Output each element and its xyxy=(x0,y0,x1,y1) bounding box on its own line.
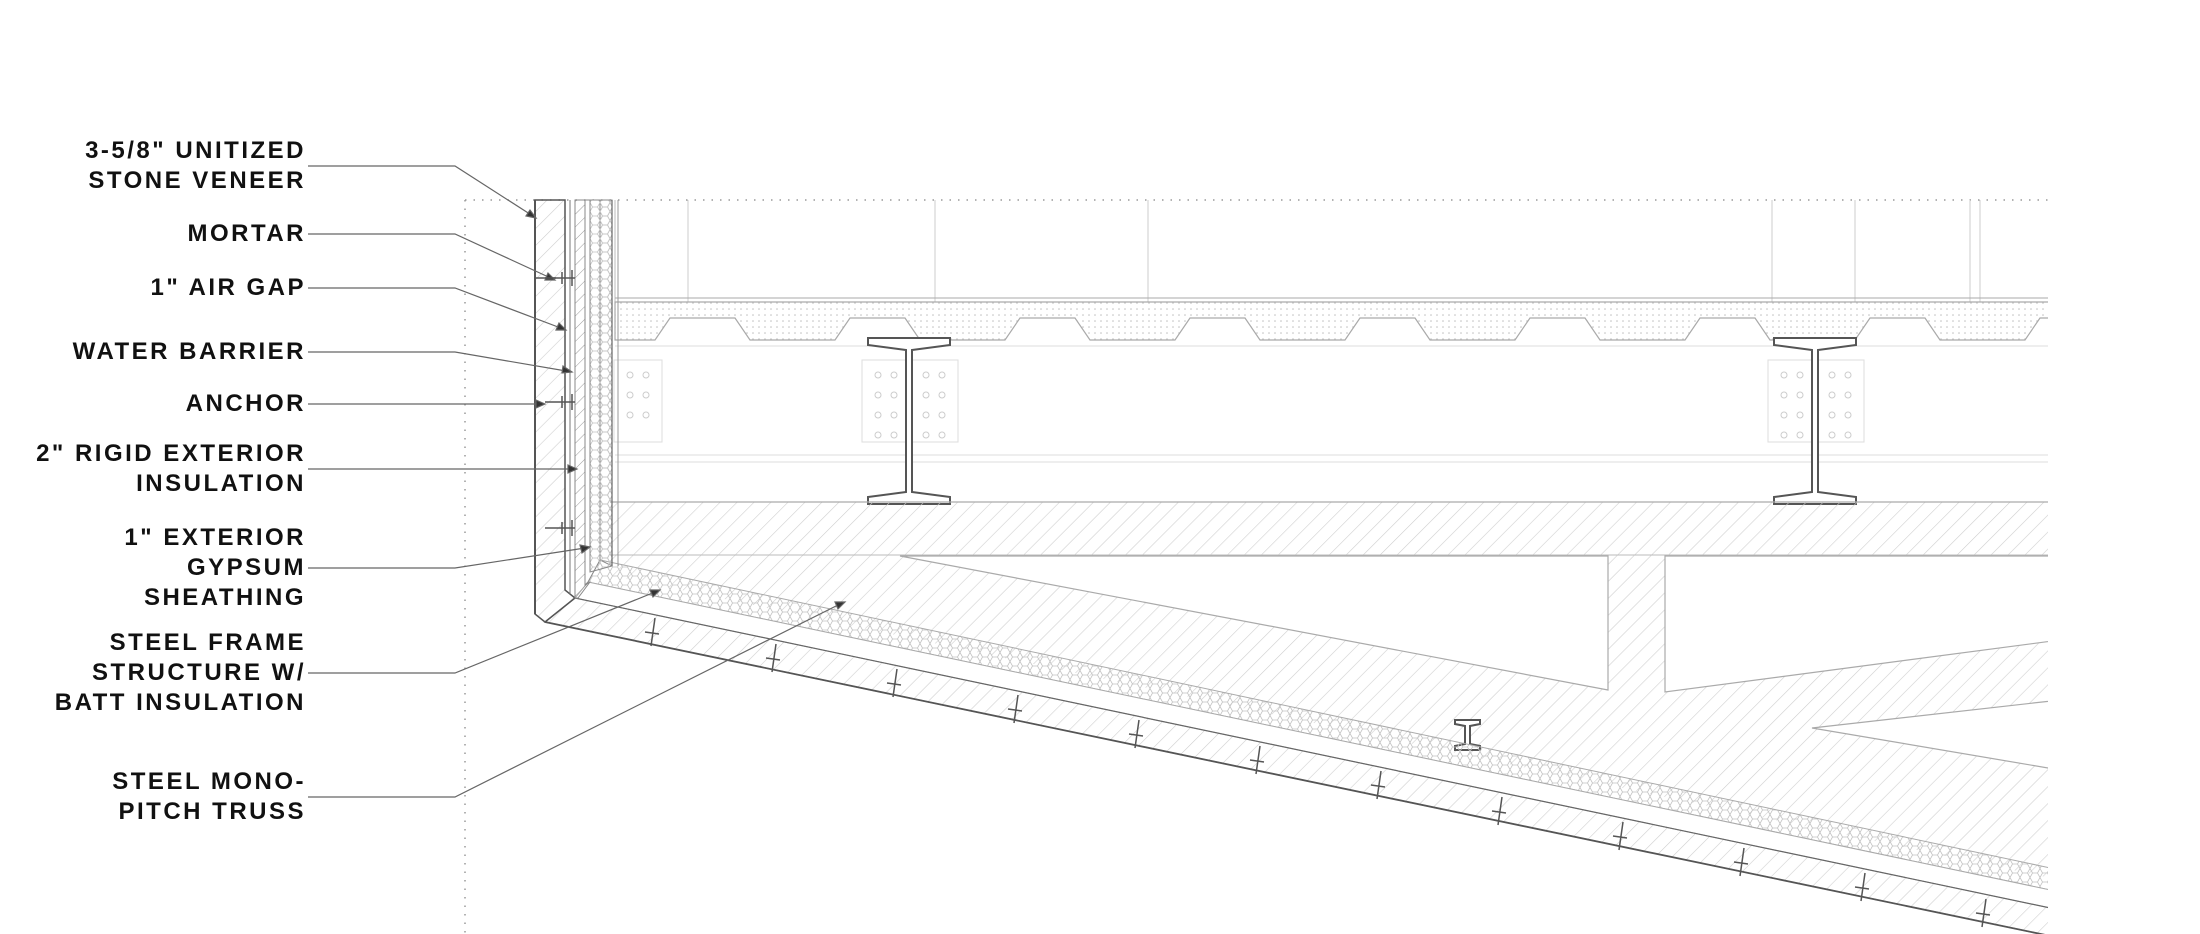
roof-deck xyxy=(614,200,2048,463)
label-line: GYPSUM xyxy=(186,554,306,581)
label-anchor: ANCHOR xyxy=(186,389,306,419)
soffit-assembly xyxy=(543,559,2048,934)
label-line: BATT INSULATION xyxy=(54,689,306,716)
label-water-barrier: WATER BARRIER xyxy=(73,337,306,367)
connection-plates xyxy=(613,359,1865,443)
label-line: MORTAR xyxy=(187,220,306,247)
label-line: STEEL FRAME xyxy=(109,629,306,656)
label-line: STONE VENEER xyxy=(88,167,306,194)
label-line: 1" EXTERIOR xyxy=(124,524,306,551)
label-line: STEEL MONO- xyxy=(112,768,306,795)
label-line: 2" RIGID EXTERIOR xyxy=(36,440,306,467)
label-mortar: MORTAR xyxy=(187,219,306,249)
wall-assembly xyxy=(534,199,619,623)
label-line: SHEATHING xyxy=(143,584,306,611)
label-line: INSULATION xyxy=(136,470,306,497)
leader-lines xyxy=(308,165,847,798)
label-line: 3-5/8" UNITIZED xyxy=(85,137,306,164)
label-gypsum-sheathing: 1" EXTERIOR GYPSUM SHEATHING xyxy=(124,523,306,613)
label-stone-veneer: 3-5/8" UNITIZED STONE VENEER xyxy=(85,136,306,196)
label-line: 1" AIR GAP xyxy=(150,274,306,301)
mono-pitch-truss xyxy=(610,501,2048,878)
steel-i-beam xyxy=(867,337,951,505)
steel-i-beam xyxy=(1773,337,1857,505)
soffit-anchors xyxy=(644,617,1991,928)
label-air-gap: 1" AIR GAP xyxy=(150,273,306,303)
label-line: PITCH TRUSS xyxy=(118,798,306,825)
label-line: WATER BARRIER xyxy=(72,338,306,365)
label-line: ANCHOR xyxy=(185,390,306,417)
label-mono-pitch-truss: STEEL MONO- PITCH TRUSS xyxy=(112,767,306,827)
label-rigid-insulation: 2" RIGID EXTERIOR INSULATION xyxy=(36,439,306,499)
label-steel-frame: STEEL FRAME STRUCTURE W/ BATT INSULATION xyxy=(55,628,306,718)
label-line: STRUCTURE W/ xyxy=(92,659,306,686)
